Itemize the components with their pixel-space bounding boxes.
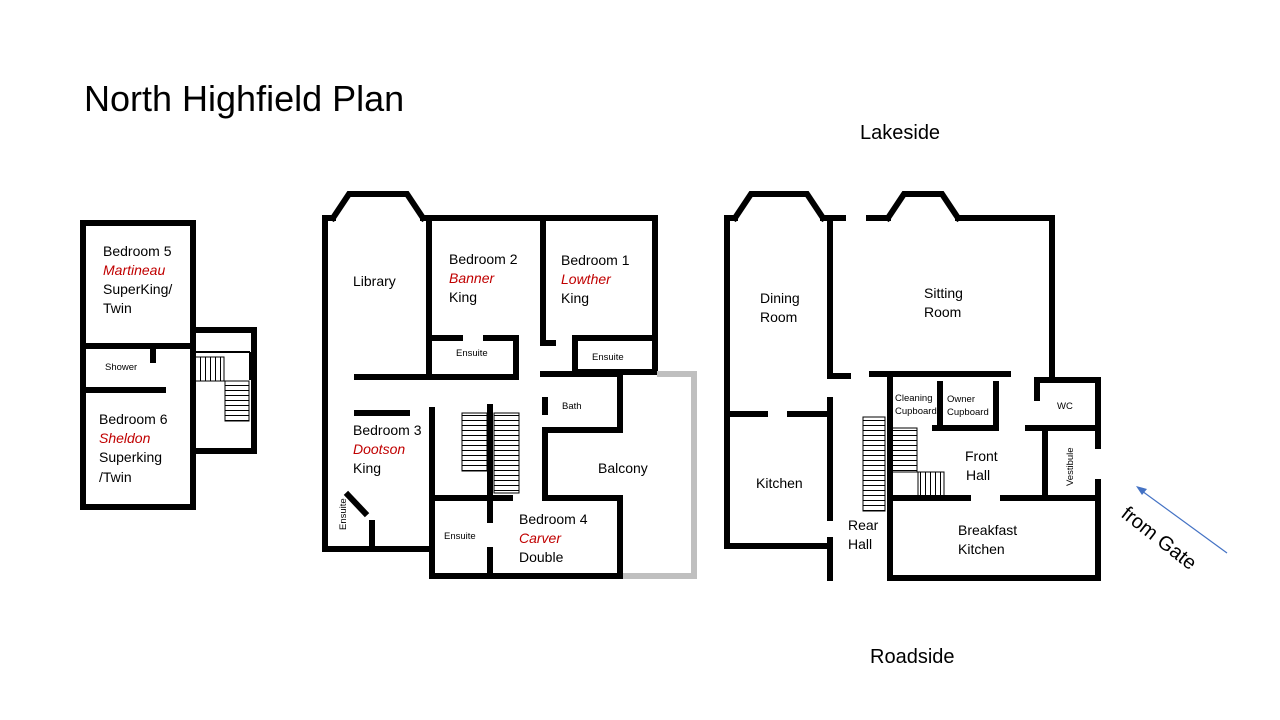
dining-room-line2: Room bbox=[760, 309, 797, 325]
bedroom2-bed: King bbox=[449, 289, 477, 305]
middle-stairs-right bbox=[493, 412, 520, 494]
bedroom6-name: Bedroom 6 bbox=[99, 411, 168, 427]
rear-hall-line2: Hall bbox=[848, 536, 872, 552]
bedroom5-name: Bedroom 5 bbox=[103, 243, 172, 259]
ensuite-bedroom2-label: Ensuite bbox=[456, 348, 488, 359]
bedroom3-bed: King bbox=[353, 460, 381, 476]
library-label: Library bbox=[353, 273, 396, 289]
middle-stairs-left bbox=[461, 412, 488, 472]
right-stairs-main bbox=[862, 416, 886, 512]
bedroom4-name: Bedroom 4 bbox=[519, 511, 588, 527]
bedroom2-occupant: Banner bbox=[449, 270, 495, 286]
right-stairs-upper bbox=[891, 427, 918, 473]
from-gate-label: from Gate bbox=[1117, 503, 1201, 575]
breakfast-kitchen-line2: Kitchen bbox=[958, 541, 1005, 557]
ensuite-bedroom1-label: Ensuite bbox=[592, 352, 624, 363]
right-stairs-landing bbox=[917, 471, 945, 497]
right-wing-walls bbox=[724, 191, 1101, 581]
cleaning-cupboard-line2: Cupboard bbox=[895, 406, 937, 417]
bedroom6-bed-line1: Superking bbox=[99, 449, 162, 465]
wc-label: WC bbox=[1057, 401, 1073, 412]
bedroom1-name: Bedroom 1 bbox=[561, 252, 630, 268]
shower-label: Shower bbox=[105, 362, 137, 373]
middle-wing-walls bbox=[322, 191, 658, 579]
bedroom5-bed-line1: SuperKing/ bbox=[103, 281, 172, 297]
owner-cupboard-line2: Cupboard bbox=[947, 407, 989, 418]
bedroom6-bed-line2: /Twin bbox=[99, 469, 132, 485]
bedroom5-occupant: Martineau bbox=[103, 262, 165, 278]
left-stairs-lower bbox=[224, 380, 250, 422]
bedroom5-bed-line2: Twin bbox=[103, 300, 132, 316]
left-stairs-upper bbox=[192, 356, 225, 382]
front-hall-line2: Hall bbox=[966, 467, 990, 483]
ensuite-bedroom3-label: Ensuite bbox=[338, 498, 349, 530]
cleaning-cupboard-line1: Cleaning bbox=[895, 393, 933, 404]
vestibule-label: Vestibule bbox=[1065, 447, 1076, 486]
front-hall-line1: Front bbox=[965, 448, 998, 464]
bedroom6-occupant: Sheldon bbox=[99, 430, 151, 446]
left-wing-thin-walls bbox=[193, 351, 251, 380]
balcony-label: Balcony bbox=[598, 460, 648, 476]
bedroom4-bed: Double bbox=[519, 549, 564, 565]
dining-room-line1: Dining bbox=[760, 290, 800, 306]
bedroom1-bed: King bbox=[561, 290, 589, 306]
bedroom4-occupant: Carver bbox=[519, 530, 562, 546]
ensuite-bedroom4-label: Ensuite bbox=[444, 531, 476, 542]
roadside-label: Roadside bbox=[870, 646, 955, 668]
sitting-room-line2: Room bbox=[924, 304, 961, 320]
plan-title: North Highfield Plan bbox=[84, 78, 404, 119]
bath-label: Bath bbox=[562, 401, 582, 412]
breakfast-kitchen-line1: Breakfast bbox=[958, 522, 1017, 538]
bedroom2-name: Bedroom 2 bbox=[449, 251, 518, 267]
lakeside-label: Lakeside bbox=[860, 122, 940, 144]
bedroom3-occupant: Dootson bbox=[353, 441, 405, 457]
bedroom1-occupant: Lowther bbox=[561, 271, 612, 287]
kitchen-label: Kitchen bbox=[756, 475, 803, 491]
bedroom3-name: Bedroom 3 bbox=[353, 422, 422, 438]
owner-cupboard-line1: Owner bbox=[947, 394, 975, 405]
sitting-room-line1: Sitting bbox=[924, 285, 963, 301]
rear-hall-line1: Rear bbox=[848, 517, 879, 533]
balcony-rail bbox=[623, 371, 697, 579]
gate-arrow bbox=[1136, 486, 1228, 554]
